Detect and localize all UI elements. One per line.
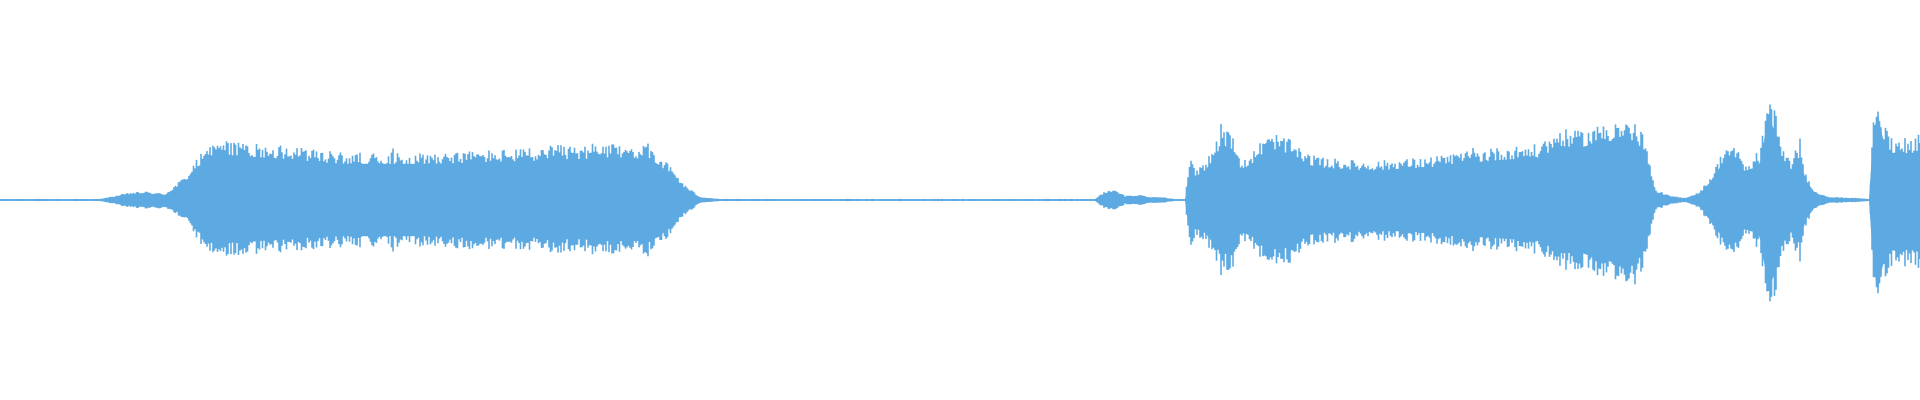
waveform-path [0, 104, 1920, 302]
waveform-amplitude [0, 104, 1920, 302]
